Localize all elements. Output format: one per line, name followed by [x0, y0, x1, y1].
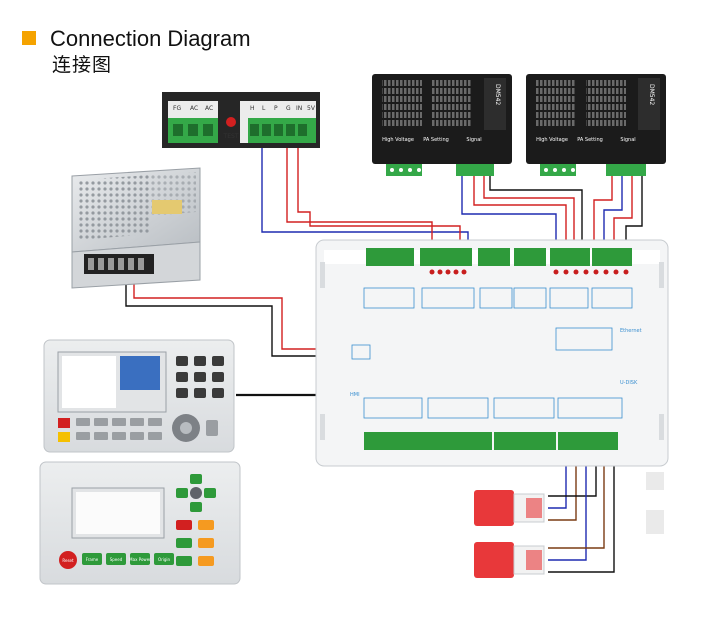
wire-black: [125, 274, 350, 357]
control-panel-1: [43, 339, 235, 453]
test-button: [226, 117, 236, 127]
driver-brand: DM542: [648, 84, 655, 105]
frame-label: Frame: [86, 557, 99, 562]
stepper-driver-1: DM542 High Voltage PA Setting Signal: [372, 74, 512, 176]
test-label: TEST: [223, 133, 239, 140]
label-ac2: AC: [205, 105, 213, 112]
wire-red: [286, 144, 433, 252]
wire-red: [133, 274, 350, 350]
driver-label-signal: Signal: [466, 137, 481, 143]
wire-black: [548, 440, 615, 573]
label-l: L: [262, 105, 266, 112]
wire-red: [613, 176, 633, 252]
wire-black: [625, 176, 643, 252]
main-controller-board: Ethernet U-DISK HMI: [315, 239, 669, 467]
origin-label: Origin: [158, 557, 171, 562]
wire-brown: [548, 440, 577, 521]
page-title: Connection Diagram: [50, 26, 251, 51]
wire-red: [473, 176, 567, 252]
wires: [125, 144, 643, 573]
label-p: P: [274, 105, 278, 112]
power-supply-unit: [71, 167, 201, 289]
driver-label-high-voltage: High Voltage: [536, 137, 568, 143]
wire-red: [483, 176, 575, 252]
control-panel-2: Reset Frame Speed Max Power Origin: [39, 461, 241, 585]
driver-label-pa-setting: PA Setting: [423, 137, 449, 143]
label-g: G: [286, 105, 291, 112]
label-fg: FG: [173, 105, 181, 112]
header-accent-square: [22, 31, 36, 45]
wire-brown: [548, 440, 605, 549]
power-terminal-block: TEST FG AC AC H L P G IN 5V: [162, 92, 320, 148]
speed-label: Speed: [110, 557, 123, 562]
wire-red: [297, 144, 461, 252]
label-h: H: [250, 105, 255, 112]
driver-label-pa-setting: PA Setting: [577, 137, 603, 143]
reset-button: [59, 551, 77, 569]
max-power-label: Max Power: [129, 557, 151, 562]
label-u-disk: U-DISK: [620, 380, 638, 386]
wire-blue: [548, 440, 587, 561]
label-5v: 5V: [307, 105, 316, 112]
reset-label: Reset: [62, 558, 74, 563]
label-ac1: AC: [190, 105, 198, 112]
stepper-driver-2: DM542 High Voltage PA Setting Signal: [526, 74, 666, 176]
label-hmi: HMI: [350, 392, 360, 398]
wire-blue: [461, 176, 557, 252]
wire-blue: [603, 176, 623, 252]
page-title-cn: 连接图: [52, 54, 113, 76]
driver-label-high-voltage: High Voltage: [382, 137, 414, 143]
background-shadow: [646, 472, 664, 490]
label-ethernet: Ethernet: [620, 328, 642, 334]
psu-label-sticker: [152, 200, 182, 214]
limit-sensor-2: [474, 542, 545, 578]
driver-brand: DM542: [494, 84, 501, 105]
wire-red: [593, 176, 613, 252]
wire-black: [489, 176, 583, 252]
driver-label-signal: Signal: [620, 137, 635, 143]
label-in: IN: [296, 105, 302, 112]
limit-sensor-1: [474, 490, 545, 526]
background-shadow: [646, 510, 664, 534]
